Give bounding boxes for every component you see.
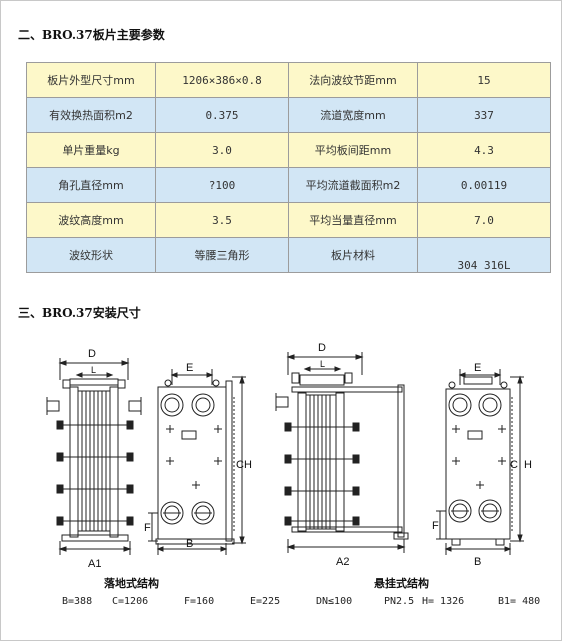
table-row: 板片外型尺寸mm 1206×386×0.8 法向波纹节距mm 15 [26, 62, 551, 98]
table-row: 有效换热面积m2 0.375 流道宽度mm 337 [26, 97, 551, 133]
param-value: 3.5 [155, 202, 289, 238]
param-label: 有效换热面积m2 [26, 97, 156, 133]
param-label: 波纹高度mm [26, 202, 156, 238]
dim-label-a2: A2 [336, 556, 349, 568]
param-label: 板片外型尺寸mm [26, 62, 156, 98]
param-label: 平均流道截面积m2 [288, 167, 418, 203]
param-value: 0.00119 [417, 167, 551, 203]
param-value: 0.375 [155, 97, 289, 133]
dim-label-l: L [320, 359, 325, 369]
table-row: 单片重量kg 3.0 平均板间距mm 4.3 [26, 132, 551, 168]
dim-label-f: F [432, 520, 439, 532]
table-row: 角孔直径mm ?100 平均流道截面积m2 0.00119 [26, 167, 551, 203]
caption-hanging-type: 悬挂式结构 [374, 577, 429, 590]
spec-pn: PN2.5 [384, 596, 415, 607]
hanging-type-side-view [436, 369, 524, 555]
installation-drawing: D L A1 E C H F B D L A2 E C H F B [46, 342, 532, 570]
spec-dn: DN≤100 [316, 596, 353, 607]
param-value: 1206×386×0.8 [155, 62, 289, 98]
param-label: 法向波纹节距mm [288, 62, 418, 98]
dim-label-f: F [144, 522, 151, 534]
param-label: 角孔直径mm [26, 167, 156, 203]
param-value: 337 [417, 97, 551, 133]
spec-b: B=388 [62, 596, 93, 607]
dim-label-l: L [91, 365, 96, 375]
spec-b1: B1= 480 [498, 596, 541, 607]
dim-label-c: C [236, 459, 244, 471]
dim-label-b: B [474, 556, 481, 568]
table-row: 波纹形状 等腰三角形 板片材料 304 316L [26, 237, 551, 273]
caption-floor-type: 落地式结构 [104, 577, 159, 590]
param-value: 等腰三角形 [155, 237, 289, 273]
section-title-plate-params: 二、BRO.37板片主要参数 [18, 28, 165, 42]
section-title-install: 三、BRO.37安装尺寸 [18, 306, 141, 320]
param-label: 平均板间距mm [288, 132, 418, 168]
dim-label-a1: A1 [88, 558, 101, 570]
dim-label-h: H [524, 459, 532, 471]
dim-label-b: B [186, 538, 193, 550]
floor-type-front-view [46, 358, 142, 555]
param-value: 3.0 [155, 132, 289, 168]
table-row: 波纹高度mm 3.5 平均当量直径mm 7.0 [26, 202, 551, 238]
param-value: ?100 [155, 167, 289, 203]
param-label: 流道宽度mm [288, 97, 418, 133]
dim-label-e: E [186, 362, 193, 374]
floor-type-side-view [148, 369, 246, 555]
param-value: 15 [417, 62, 551, 98]
dim-label-d: D [88, 348, 96, 360]
param-label: 板片材料 [288, 237, 418, 273]
params-table: 板片外型尺寸mm 1206×386×0.8 法向波纹节距mm 15 有效换热面积… [26, 62, 551, 273]
param-label: 单片重量kg [26, 132, 156, 168]
hanging-type-front-view [275, 352, 409, 553]
dim-label-h: H [244, 459, 252, 471]
dim-label-d: D [318, 342, 326, 354]
param-value: 304 316L [417, 237, 551, 273]
spec-f: F=160 [184, 596, 215, 607]
param-value: 4.3 [417, 132, 551, 168]
dim-label-e: E [474, 362, 481, 374]
spec-e: E=225 [250, 596, 281, 607]
param-label: 波纹形状 [26, 237, 156, 273]
spec-c: C=1206 [112, 596, 149, 607]
dim-label-c: C [510, 459, 518, 471]
param-value: 7.0 [417, 202, 551, 238]
spec-h: H= 1326 [422, 596, 465, 607]
param-label: 平均当量直径mm [288, 202, 418, 238]
